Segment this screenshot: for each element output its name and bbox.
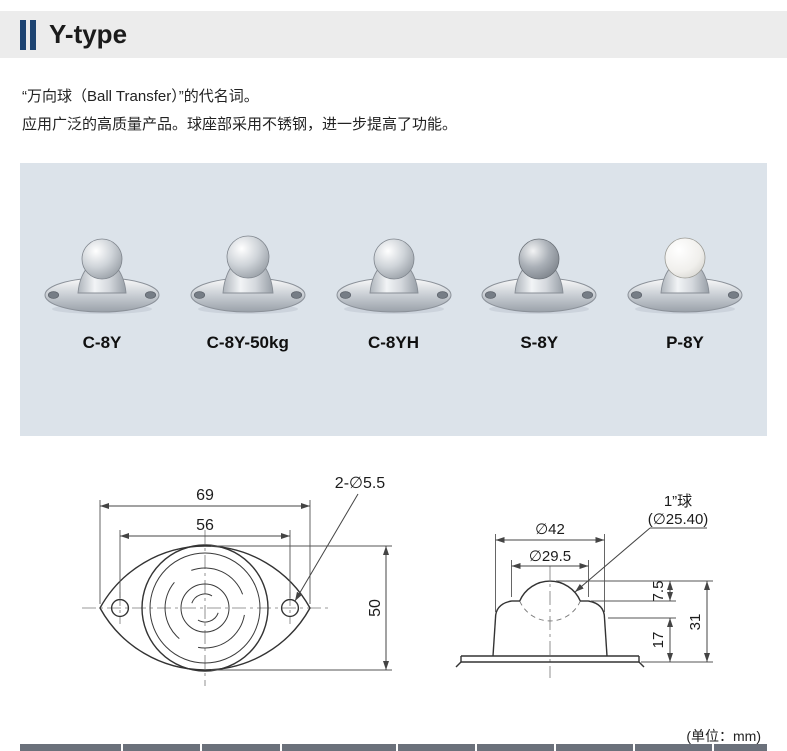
product-label-c-8yh: C-8YH — [367, 333, 419, 352]
table-header-cell — [202, 744, 280, 751]
table-header-cell — [398, 744, 475, 751]
dim-label-opening-dia: ∅29.5 — [529, 548, 571, 565]
table-header-cell — [556, 744, 633, 751]
unit-note: (单位：mm) — [686, 728, 761, 744]
dim-label-base-height: 17 — [650, 632, 667, 649]
product-label-s-8y: S-8Y — [520, 333, 559, 352]
dim-label-hole-pitch: 56 — [196, 517, 214, 534]
product-photo-p-8y — [627, 237, 743, 314]
product-item-s-8y: S-8Y — [467, 221, 611, 353]
dim-label-flange-height: 50 — [367, 599, 384, 617]
table-header-cell — [123, 744, 200, 751]
intro-line-2: 应用广泛的高质量产品。球座部采用不锈钢，进一步提高了功能。 — [22, 116, 458, 133]
product-item-c-8y-50kg: C-8Y-50kg — [176, 221, 320, 353]
product-item-c-8yh: C-8YH — [322, 221, 466, 353]
ball-label-line-1: 1”球 — [664, 493, 692, 510]
product-label-c-8y-50kg: C-8Y-50kg — [206, 333, 289, 352]
page-header: Y-type — [0, 11, 787, 58]
side-view-drawing: ∅42 ∅29.5 1”球 (∅25.40) 7.5 31 17 — [455, 493, 713, 678]
product-item-c-8y: C-8Y — [30, 221, 174, 353]
dim-label-ball-protrusion: 7.5 — [650, 581, 667, 602]
table-header-cell — [20, 744, 121, 751]
dim-label-outer-width: 69 — [196, 487, 214, 504]
product-photo-c-8y — [44, 238, 160, 314]
product-label-c-8y: C-8Y — [82, 333, 122, 352]
top-view-drawing: 69 56 2-∅5.5 50 — [82, 475, 392, 686]
product-label-p-8y: P-8Y — [666, 333, 704, 352]
dim-label-housing-dia: ∅42 — [535, 521, 565, 538]
dim-label-holes: 2-∅5.5 — [335, 475, 386, 492]
dim-label-total-height: 31 — [687, 614, 704, 631]
product-photo-s-8y — [481, 238, 597, 314]
ball-label-line-2: (∅25.40) — [648, 511, 709, 528]
table-header-cell — [635, 744, 712, 751]
accent-bar — [20, 19, 26, 50]
table-header-cell — [477, 744, 554, 751]
intro-text: “万向球（Ball Transfer）”的代名词。 应用广泛的高质量产品。球座部… — [22, 83, 457, 139]
intro-line-1: “万向球（Ball Transfer）”的代名词。 — [22, 88, 259, 105]
accent-bars — [20, 19, 36, 50]
product-photo-c-8y-50kg — [190, 235, 306, 314]
product-photo-c-8yh — [336, 238, 451, 314]
product-item-p-8y: P-8Y — [613, 221, 757, 353]
table-header-cell — [282, 744, 396, 751]
product-gallery: C-8Y C-8Y-50kg — [20, 221, 767, 353]
page-title: Y-type — [49, 19, 128, 49]
accent-bar — [30, 19, 36, 50]
product-gallery-panel: C-8Y C-8Y-50kg — [20, 163, 767, 436]
spec-table-header-strip — [20, 744, 767, 751]
table-header-cell — [714, 744, 767, 751]
